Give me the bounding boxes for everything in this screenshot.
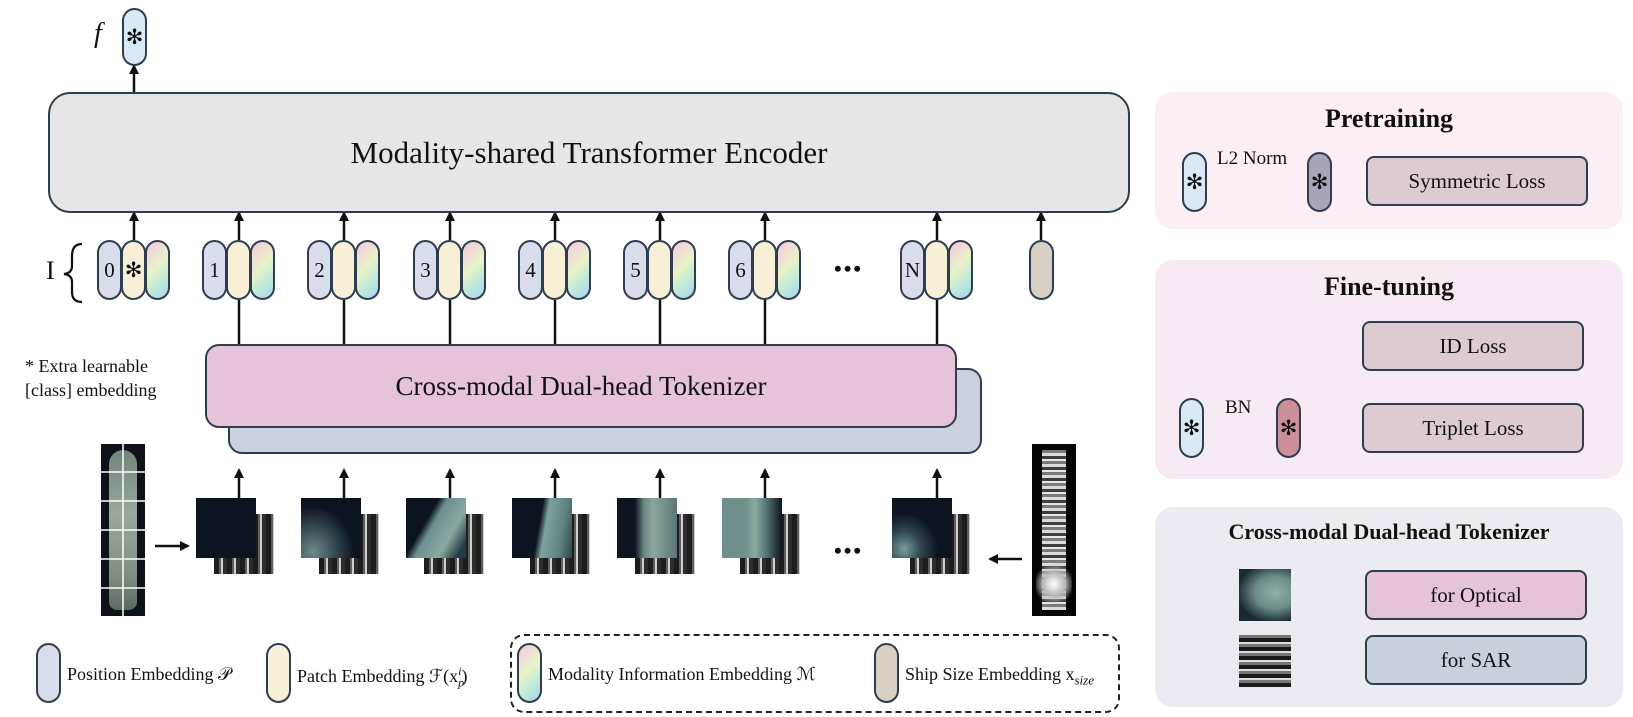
symmetric-loss-label: Symmetric Loss	[1408, 168, 1546, 193]
for-optical-label: for Optical	[1430, 582, 1522, 607]
for-sar-box: for SAR	[1365, 635, 1587, 685]
star-icon: ✻	[125, 24, 144, 49]
position-embedding-token: 0	[97, 240, 122, 300]
cls-note-line1: * Extra learnable	[25, 356, 148, 376]
pretraining-title: Pretraining	[1324, 104, 1454, 133]
position-embedding-token: N	[900, 240, 925, 300]
star-icon: ✻	[1279, 415, 1298, 440]
patch-embedding-token	[542, 240, 567, 300]
token-ellipsis: •••	[834, 256, 864, 281]
optical-patch	[512, 498, 572, 558]
modality-embedding-token	[145, 240, 170, 300]
triplet-loss-box: Triplet Loss	[1362, 403, 1584, 453]
legend-size-label: Ship Size Embedding xsize	[905, 664, 1094, 688]
modality-embedding-token	[250, 240, 275, 300]
star-icon: ✻	[1185, 169, 1204, 194]
tokenizer-label: Cross-modal Dual-head Tokenizer	[395, 370, 767, 401]
token-index: 1	[209, 257, 220, 282]
finetuning-title: Fine-tuning	[1323, 272, 1455, 301]
position-embedding-token: 2	[307, 240, 332, 300]
position-embedding-token: 3	[413, 240, 438, 300]
finetune-cls-token: ✻	[1179, 398, 1204, 458]
position-embedding-token: 4	[518, 240, 543, 300]
patch-embedding-token	[226, 240, 251, 300]
legend-dashed-group	[510, 634, 1120, 713]
symmetric-loss-box: Symmetric Loss	[1366, 156, 1588, 206]
patch-embedding-token	[924, 240, 949, 300]
id-loss-label: ID Loss	[1439, 333, 1507, 358]
sar-ship-image	[1032, 444, 1076, 616]
optical-patch	[196, 498, 256, 558]
patch-embedding-token	[331, 240, 356, 300]
star-icon: ✻	[124, 257, 143, 282]
optical-patch	[301, 498, 361, 558]
token-index: 2	[314, 257, 325, 282]
pretrain-normed-token: ✻	[1307, 152, 1332, 212]
output-cls-token: ✻	[122, 8, 147, 66]
legend-size-swatch	[874, 643, 899, 703]
optical-patch-thumb	[1239, 569, 1291, 621]
modality-embedding-token	[461, 240, 486, 300]
input-label: I	[46, 256, 55, 285]
legend-position-swatch	[36, 643, 61, 703]
bn-label: BN	[1225, 397, 1252, 418]
triplet-loss-label: Triplet Loss	[1422, 415, 1524, 440]
legend-position-label: Position Embedding 𝒫	[67, 664, 231, 684]
modality-embedding-token	[355, 240, 380, 300]
optical-ship-image	[101, 444, 145, 616]
cls-note-line2: [class] embedding	[25, 380, 157, 400]
encoder-label: Modality-shared Transformer Encoder	[350, 134, 828, 170]
optical-patch	[722, 498, 782, 558]
tokenizer-panel-title: Cross-modal Dual-head Tokenizer	[1228, 519, 1550, 544]
patch-embedding-token	[437, 240, 462, 300]
legend-patch-label: Patch Embedding ℱ(xpi)	[297, 664, 468, 690]
tokenizer-main: Cross-modal Dual-head Tokenizer	[205, 344, 957, 428]
patch-embedding-token	[752, 240, 777, 300]
sar-patch-thumb	[1239, 635, 1291, 687]
legend-patch-swatch	[266, 643, 291, 703]
for-sar-label: for SAR	[1440, 647, 1512, 672]
legend-modality-swatch	[517, 643, 542, 703]
l2-norm-label: L2 Norm	[1217, 148, 1288, 169]
modality-embedding-token	[948, 240, 973, 300]
optical-patch	[892, 498, 952, 558]
star-icon: ✻	[1182, 415, 1201, 440]
transformer-encoder: Modality-shared Transformer Encoder	[48, 92, 1130, 213]
cls-patch-token: ✻	[121, 240, 146, 300]
pretrain-cls-token: ✻	[1182, 152, 1207, 212]
for-optical-box: for Optical	[1365, 570, 1587, 620]
finetune-bn-token: ✻	[1276, 398, 1301, 458]
ship-size-token	[1029, 240, 1054, 300]
position-embedding-token: 5	[623, 240, 648, 300]
output-label: f	[94, 18, 102, 49]
token-index: N	[904, 257, 921, 282]
tokenizer-panel: Cross-modal Dual-head Tokenizer for Opti…	[1155, 507, 1623, 707]
token-index: 6	[735, 257, 746, 282]
token-index: 4	[525, 257, 536, 282]
modality-embedding-token	[671, 240, 696, 300]
token-index: 3	[420, 257, 431, 282]
legend-modality-label: Modality Information Embedding ℳ	[548, 664, 816, 684]
cls-note: * Extra learnable [class] embedding	[25, 354, 156, 402]
patch-ellipsis: •••	[834, 538, 864, 563]
pretraining-panel: Pretraining L2 Norm ✻ ✻ Symmetric Loss	[1155, 92, 1623, 229]
optical-patch	[617, 498, 677, 558]
token-index: 0	[104, 257, 115, 282]
position-embedding-token: 6	[728, 240, 753, 300]
finetuning-panel: Fine-tuning ✻ BN ✻ ID Loss Triplet Loss	[1155, 260, 1623, 479]
modality-embedding-token	[566, 240, 591, 300]
patch-embedding-token	[647, 240, 672, 300]
star-icon: ✻	[1310, 169, 1329, 194]
modality-embedding-token	[776, 240, 801, 300]
optical-patch	[406, 498, 466, 558]
id-loss-box: ID Loss	[1362, 321, 1584, 371]
token-index: 5	[630, 257, 641, 282]
position-embedding-token: 1	[202, 240, 227, 300]
